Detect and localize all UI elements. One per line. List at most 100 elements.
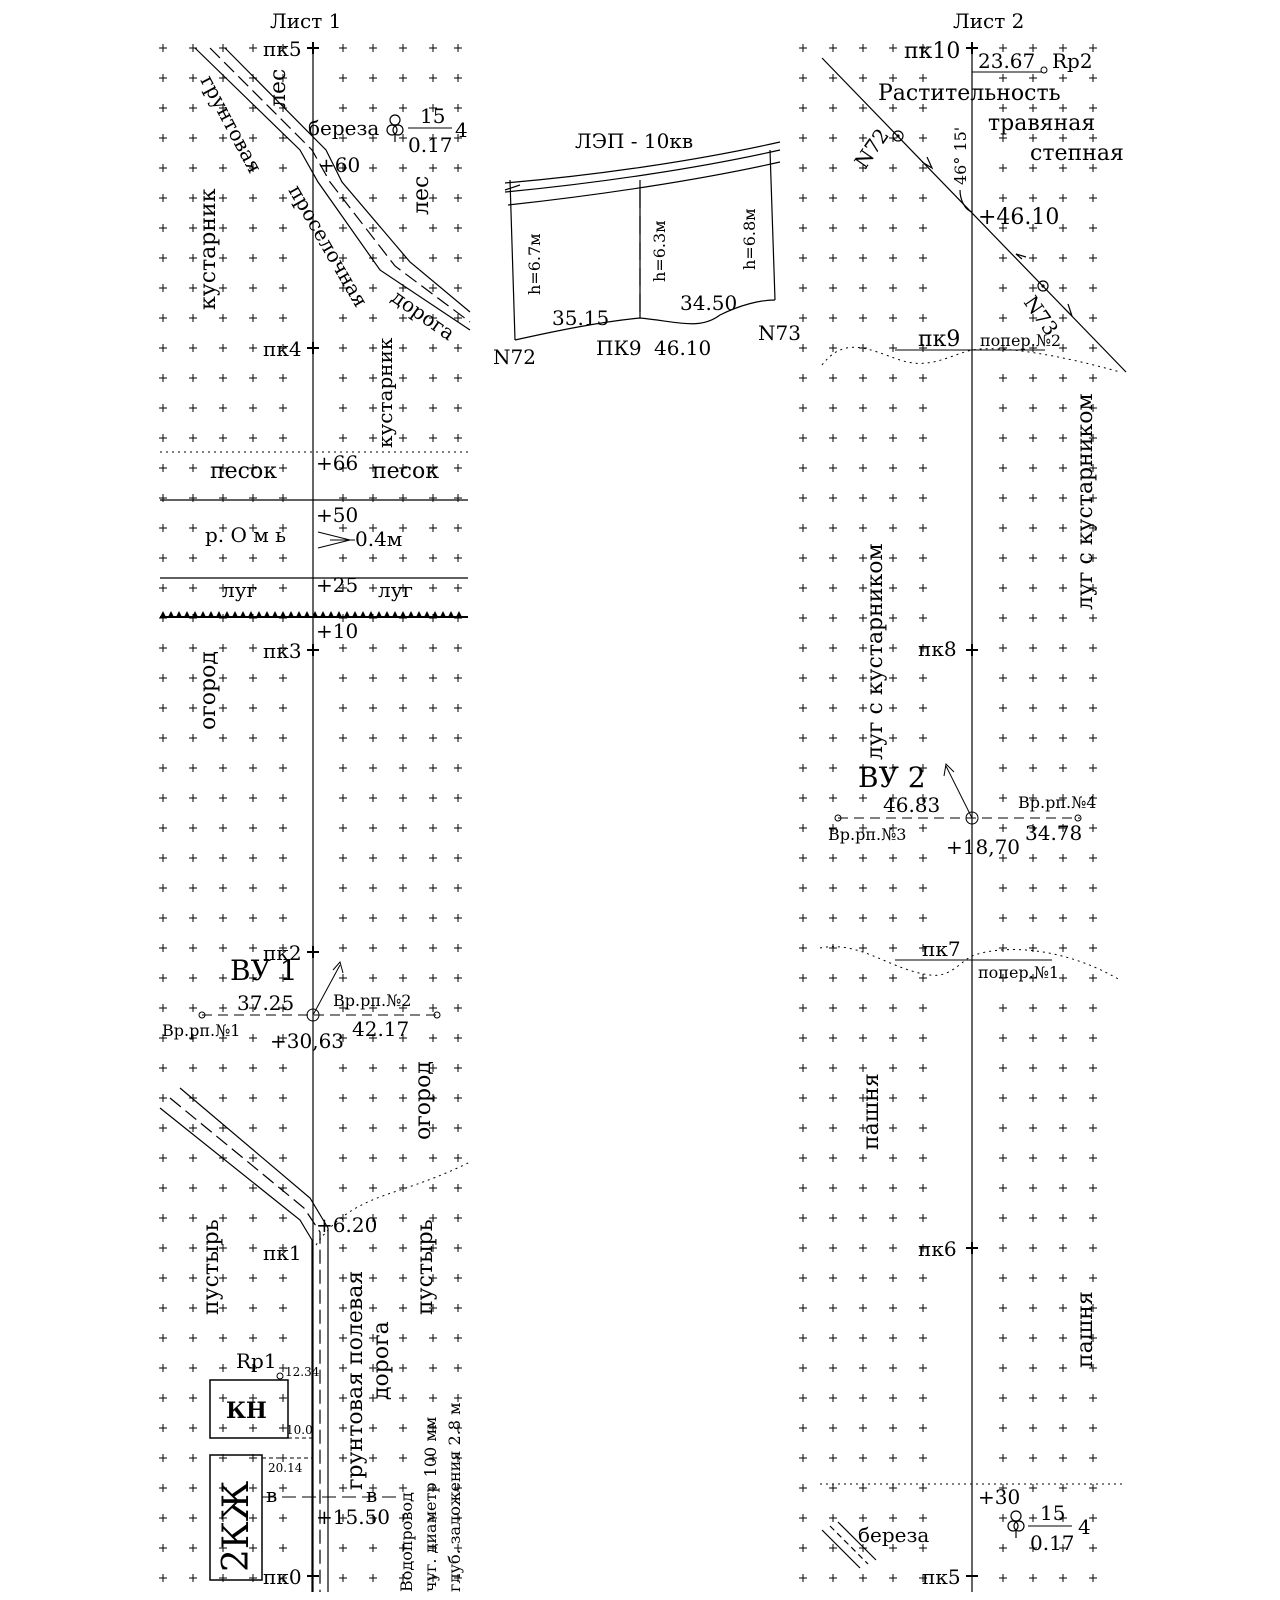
- sheet-2: Лист 2 пк10 пк9 пк8 пк7 пк6 пк5 23.67 Rp…: [819, 9, 1127, 1592]
- field-road-label-1: грунтовая полевая: [343, 1271, 368, 1490]
- profile-n72: N72: [493, 345, 536, 369]
- tree-birch-1: береза 15 0.17 4: [308, 104, 468, 157]
- plan-4610: +46.10: [978, 205, 1059, 230]
- rp2-marker: [1040, 66, 1048, 74]
- stations-1: пк5 пк4 пк3 пк2 пк1 пк0: [263, 37, 319, 1589]
- vu-2-bench-left: Вр.рп.№3: [828, 825, 906, 844]
- area-forest-right: лес: [409, 176, 434, 215]
- road-label-country: проселочная: [284, 181, 373, 312]
- tree-num-1: 15: [420, 104, 445, 128]
- profile-d1: 35.15: [552, 306, 609, 330]
- vu-2-right-dist: 34.78: [1025, 821, 1082, 845]
- water-mark-right: в: [366, 1483, 377, 1507]
- grid-crosses: [159, 44, 1097, 1582]
- profile-h1: h=6.7м: [525, 233, 544, 295]
- rp1-label: Rp1: [236, 1349, 277, 1373]
- station-pk7: пк7: [922, 937, 961, 961]
- station-pk3: пк3: [263, 639, 302, 663]
- tree-num-2: 15: [1040, 1501, 1065, 1525]
- rp1-marker: [276, 1372, 284, 1380]
- profile-h2: h=6.3м: [650, 220, 669, 282]
- pipe-line-1: Водопровод: [397, 1492, 416, 1592]
- veg-line-1: Растительность: [878, 81, 1061, 106]
- station-pk2: пк2: [263, 941, 302, 965]
- area-sand-right: песок: [372, 459, 439, 484]
- area-garden-top: огород: [196, 651, 221, 730]
- stations-2: пк10 пк9 пк8 пк7 пк6 пк5: [904, 39, 978, 1589]
- station-pk1: пк1: [263, 1241, 302, 1265]
- area-garden-bottom: огород: [411, 1061, 436, 1140]
- plan-n72: N72: [849, 124, 893, 173]
- sheet-2-title: Лист 2: [953, 9, 1024, 33]
- fence-line: [160, 611, 468, 618]
- power-line-plan: [821, 57, 1127, 373]
- tree-name-1: береза: [308, 116, 379, 140]
- pipe-line-3: глуб. заложения 2.8 м: [445, 1403, 464, 1593]
- arable-left: пашня: [859, 1073, 884, 1150]
- sheet-1: Лист 1 пк5 пк4 пк3 пк2 пк1 пк0 грунто: [159, 9, 471, 1593]
- power-line-profile: ЛЭП - 10кв h=6.7м h=6.3м h=6.8м 35.15 34…: [493, 129, 801, 369]
- vu-2-bench-right: Вр.рп.№4: [1018, 793, 1096, 812]
- building-kn: [209, 1379, 289, 1439]
- profile-h3: h=6.8м: [740, 208, 759, 270]
- cross-1-label: попер.№1: [978, 963, 1059, 982]
- area-shrub-right: кустарник: [373, 337, 397, 448]
- plus-60: +60: [318, 153, 360, 177]
- plus-25: +25: [316, 573, 358, 597]
- vu-2-label: ВУ 2: [858, 761, 926, 794]
- profile-4610: 46.10: [654, 336, 711, 360]
- vu-2-plus: +18,70: [946, 835, 1020, 859]
- station-pk9: пк9: [918, 327, 960, 352]
- area-meadow-right: луг: [378, 578, 413, 602]
- profile-n73: N73: [758, 321, 801, 345]
- area-waste-right: пустырь: [413, 1219, 438, 1315]
- station-pk5: пк5: [263, 37, 302, 61]
- plan-angle: 46° 15': [951, 127, 970, 185]
- veg-line-3: степная: [1030, 141, 1124, 166]
- road-label-dirt: грунтовая: [196, 71, 268, 177]
- water-mark-left: в: [266, 1483, 277, 1507]
- tree-icon: [386, 114, 404, 142]
- station-pk8: пк8: [918, 637, 957, 661]
- pipe-line-2: чуг. диаметр 100 мм: [421, 1417, 440, 1592]
- cross-2-dotted: [821, 346, 1121, 373]
- flow-arrow-icon: [317, 531, 355, 549]
- plus-1550: +15.50: [316, 1505, 390, 1529]
- road-stub: [821, 1521, 877, 1569]
- plus-10: +10: [316, 619, 358, 643]
- station-pk10: пк10: [904, 39, 960, 64]
- area-meadow-left: луг: [222, 578, 257, 602]
- field-road-label-2: дорога: [369, 1321, 394, 1400]
- vu-1-label: ВУ 1: [230, 954, 298, 987]
- meadow-shrub-right: луг с кустарником: [1073, 393, 1098, 610]
- station-pk5-s2: пк5: [922, 1565, 961, 1589]
- field-road: [159, 1087, 329, 1592]
- building-kzh-dist: 20.14: [268, 1461, 303, 1475]
- profile-d2: 34.50: [680, 291, 737, 315]
- building-kn-label: КН: [226, 1398, 267, 1424]
- cross-2-label: попер.№2: [980, 331, 1061, 350]
- plus-50: +50: [316, 503, 358, 527]
- tree-count-1: 4: [455, 118, 468, 142]
- station-pk6: пк6: [918, 1237, 957, 1261]
- building-kzh-label: 2КЖ: [216, 1480, 257, 1572]
- arable-right: пашня: [1073, 1291, 1098, 1368]
- area-shrub-left: кустарник: [196, 188, 221, 310]
- meadow-shrub-left: луг с кустарником: [863, 543, 888, 760]
- cross-1-dotted: [819, 946, 1121, 981]
- sheet-1-title: Лист 1: [270, 9, 341, 33]
- vu-1-right-dist: 42.17: [352, 1017, 409, 1041]
- building-kn-dist: 10.0: [286, 1423, 313, 1437]
- vu-2: ВУ 2 46.83 34.78 Вр.рп.№3 Вр.рп.№4 +18,7…: [828, 761, 1096, 859]
- plus-30-s2: +30: [978, 1485, 1020, 1509]
- area-waste-left: пустырь: [199, 1219, 224, 1315]
- vu-1-bench-left: Вр.рп.№1: [162, 1021, 240, 1040]
- dirt-road: [194, 47, 471, 331]
- tree-den-1: 0.17: [408, 133, 453, 157]
- tree-icon-2: [1007, 1510, 1025, 1538]
- plus-3063: +30,63: [270, 1029, 344, 1053]
- plus-620: +6.20: [316, 1213, 377, 1237]
- dotted-boundary: [315, 1161, 471, 1246]
- river-name: р. О м ь: [205, 523, 286, 547]
